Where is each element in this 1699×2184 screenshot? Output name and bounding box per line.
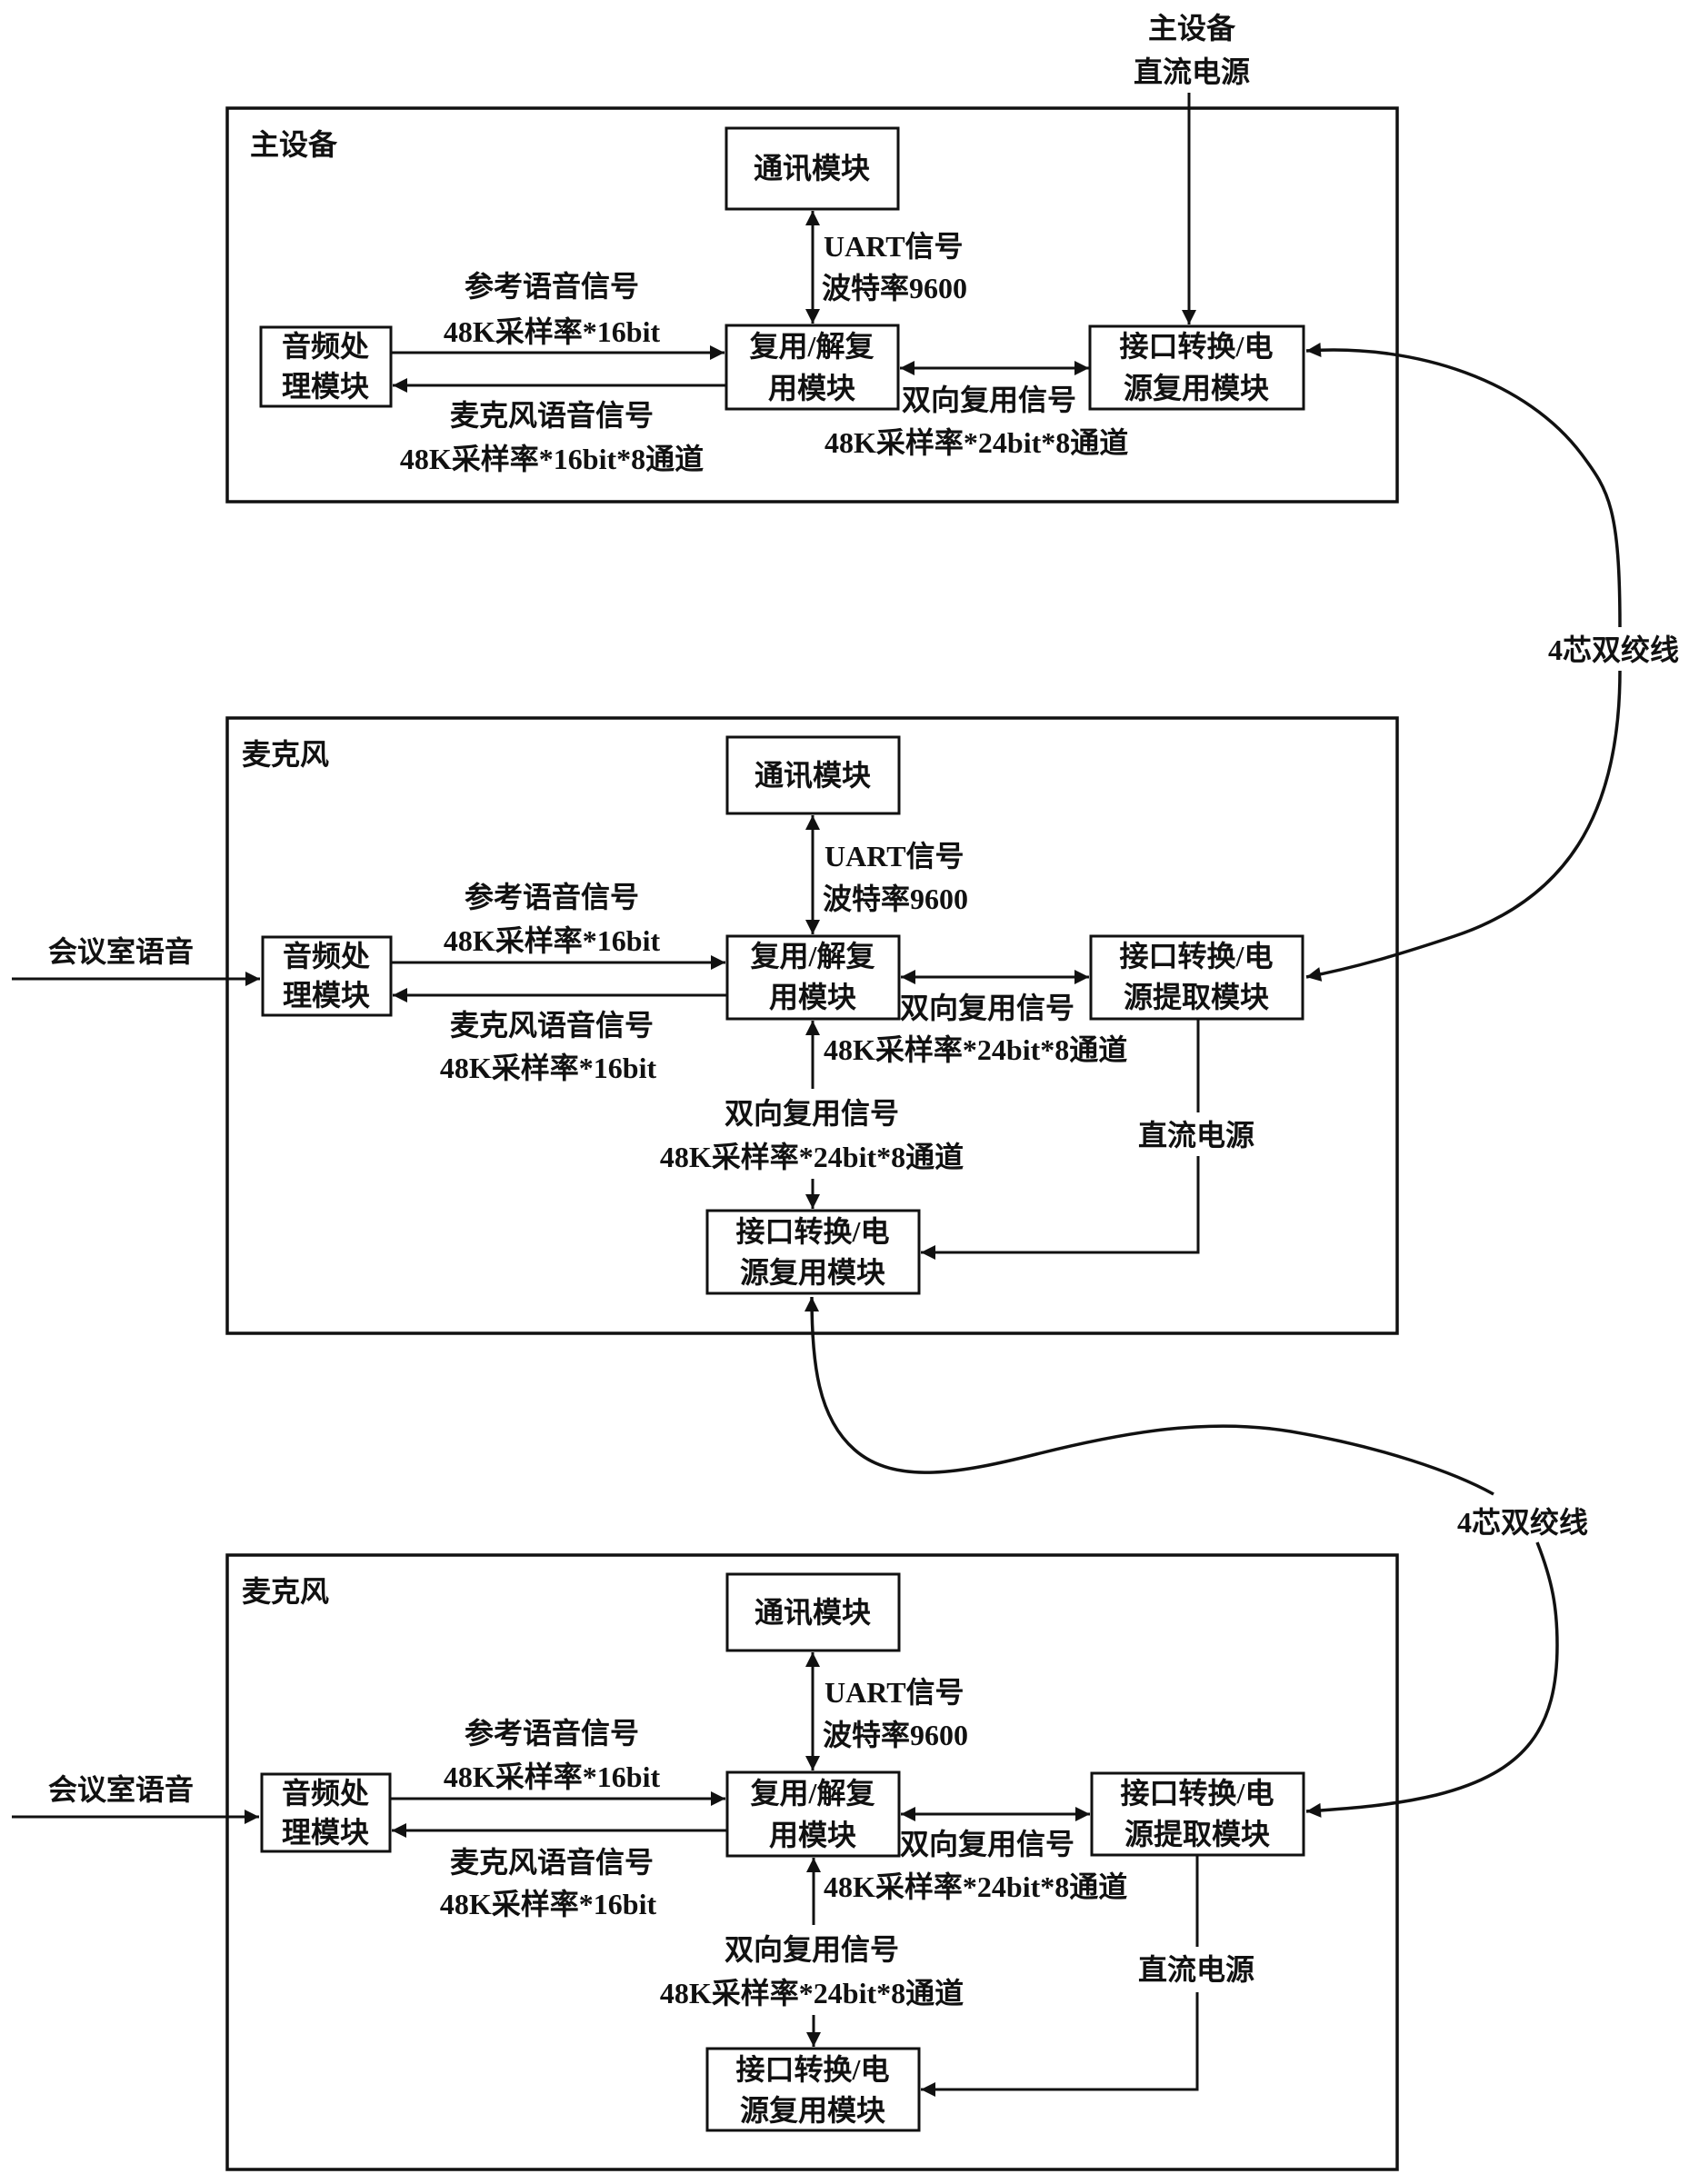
host-interface-module-label-1: 接口转换/电 [1120,330,1274,363]
mic-1-interface-module-label-1: 接口转换/电 [736,1215,890,1248]
host-mux-module [725,324,900,411]
mic-2-mic-signal-label-2: 48K采样率*16bit [440,1888,657,1920]
mic-1-ref-signal-label-2: 48K采样率*16bit [444,924,661,957]
host-interface-module-label-2: 源复用模块 [1124,372,1269,404]
mic-2-title: 麦克风 [242,1575,329,1608]
mic-2-room-voice-label: 会议室语音 [48,1773,194,1806]
mic-2-interface-module-label-2: 源复用模块 [740,2094,885,2127]
host-comm-module-label: 通讯模块 [754,152,870,184]
host-audio-module-label-1: 音频处 [282,330,369,363]
mic-2-audio-module-label-2: 理模块 [282,1816,369,1849]
mic-1-interface-power-extract-module [1089,934,1304,1021]
mic-1-extract-module-label-1: 接口转换/电 [1120,940,1274,972]
cable-1-label: 4芯双绞线 [1548,633,1679,666]
host-power-label-1: 主设备 [1148,12,1236,45]
mic-1-comm-module-label: 通讯模块 [755,759,871,792]
mic-2-comm-module [725,1572,901,1652]
mic-2-mic-signal-label-1: 麦克风语音信号 [450,1846,654,1879]
host-mic-signal-label-1: 麦克风语音信号 [450,399,654,432]
host-uart-label-1: UART信号 [824,230,964,263]
mic-1-mux-module-label-2: 用模块 [769,981,856,1013]
mic-1-bidir-right-label-2: 48K采样率*24bit*8通道 [824,1033,1127,1066]
twisted-pair-cable-1-lower [1305,670,1622,982]
cable-2-label: 4芯双绞线 [1457,1506,1588,1539]
mic-1-comm-module [725,735,901,815]
mic-1-interface-power-mux-module [705,1209,921,1295]
host-bidir-label-1: 双向复用信号 [902,384,1076,416]
mic-1-uart-label-1: UART信号 [825,840,964,873]
mic-2-bidir-down-label-1: 双向复用信号 [725,1933,899,1966]
mic-1-dc-power-label: 直流电源 [1138,1119,1254,1152]
mic-2-interface-power-mux-module [705,2047,921,2132]
mic-1-mux-module-label-1: 复用/解复 [751,940,875,972]
mic-1-uart-label-2: 波特率9600 [823,883,968,915]
host-interface-power-mux-module [1088,324,1305,411]
mic-1-room-voice-label: 会议室语音 [48,935,194,968]
mic-2-extract-module-label-2: 源提取模块 [1124,1818,1270,1850]
host-audio-module [259,325,393,408]
mic-1-mic-signal-label-2: 48K采样率*16bit [440,1052,657,1084]
host-audio-module-label-2: 理模块 [282,370,369,403]
mic-1-mic-signal-label-1: 麦克风语音信号 [450,1009,654,1042]
host-ref-signal-label-2: 48K采样率*16bit [444,315,661,348]
host-bidir-label-2: 48K采样率*24bit*8通道 [825,426,1128,459]
twisted-pair-cable-1-upper [1305,342,1622,628]
mic-1-interface-module-label-2: 源复用模块 [740,1256,885,1289]
mic-2-interface-power-extract-module [1090,1771,1305,1857]
mic-1-bidir-down-label-2: 48K采样率*24bit*8通道 [660,1141,964,1173]
mic-2-bidir-down-label-2: 48K采样率*24bit*8通道 [660,1977,964,2009]
host-mux-module-label-2: 用模块 [768,372,855,404]
mic-2-mux-module-label-2: 用模块 [769,1819,856,1851]
twisted-pair-cable-2-lower [1305,1541,1559,1818]
mic-1-ref-signal-label-1: 参考语音信号 [465,881,639,913]
host-device: 主设备 通讯模块 UART信号 波特率9600 音频处 理模块 参考语音信号 4… [225,106,1399,504]
host-mux-module-label-1: 复用/解复 [750,330,874,363]
host-mic-signal-label-2: 48K采样率*16bit*8通道 [400,443,704,475]
mic-1-bidir-down-label-1: 双向复用信号 [725,1097,899,1130]
mic-2-extract-module-label-1: 接口转换/电 [1121,1777,1274,1810]
mic-1-audio-module-label-1: 音频处 [283,940,370,972]
twisted-pair-cable-2-upper [805,1296,1494,1496]
host-uart-label-2: 波特率9600 [822,272,967,304]
mic-2-mux-module [725,1770,901,1858]
mic-1-extract-module-label-2: 源提取模块 [1124,981,1269,1013]
mic-2-mux-module-label-1: 复用/解复 [751,1777,875,1810]
mic-2-audio-module [260,1772,392,1853]
host-device-title: 主设备 [250,128,338,161]
mic-2-dc-power-arrow [921,1992,1199,2097]
mic-2-bidir-right-label-2: 48K采样率*24bit*8通道 [824,1870,1127,1903]
mic-2-audio-module-label-1: 音频处 [282,1777,369,1810]
mic-1-bidir-right-label-1: 双向复用信号 [900,992,1074,1024]
host-power-label-2: 直流电源 [1134,55,1250,88]
mic-1-audio-module-label-2: 理模块 [283,979,370,1012]
mic-2-uart-label-2: 波特率9600 [823,1719,968,1751]
mic-2-dc-power-label: 直流电源 [1138,1953,1254,1986]
mic-1-mux-module [725,934,901,1021]
host-ref-signal-label-1: 参考语音信号 [465,270,639,303]
host-device-frame [225,106,1399,504]
mic-2-uart-label-1: UART信号 [825,1676,964,1709]
mic-2-ref-signal-label-1: 参考语音信号 [465,1717,639,1750]
mic-2-bidir-right-label-1: 双向复用信号 [900,1828,1074,1860]
microphone-1: 麦克风 会议室语音 音频处 理模块 参考语音信号 48K采样率*16bit 麦克… [12,716,1399,1335]
mic-1-audio-module [261,935,393,1017]
mic-2-frame [225,1553,1399,2171]
mic-2-comm-module-label: 通讯模块 [755,1596,871,1629]
host-comm-module [725,126,900,211]
mic-2-ref-signal-label-2: 48K采样率*16bit [444,1760,661,1793]
microphone-2: 麦克风 会议室语音 音频处 理模块 参考语音信号 48K采样率*16bit 麦克… [12,1553,1399,2171]
mic-2-interface-module-label-1: 接口转换/电 [736,2053,890,2086]
mic-1-dc-power-arrow [921,1156,1200,1260]
mic-1-title: 麦克风 [242,738,329,771]
